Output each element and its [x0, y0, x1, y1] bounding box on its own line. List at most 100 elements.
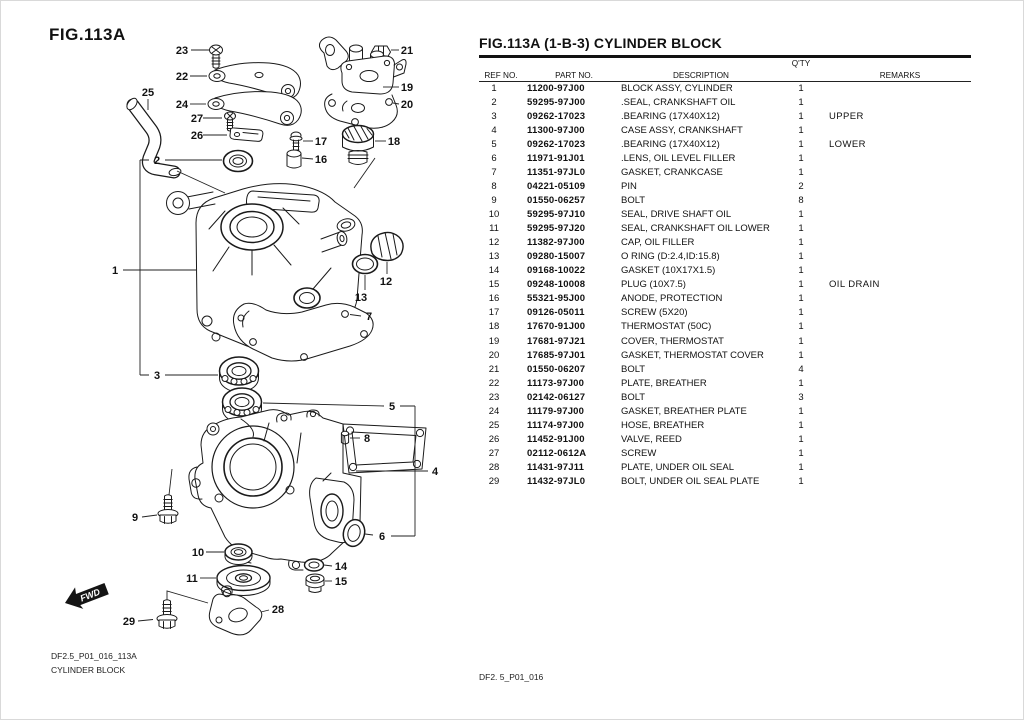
- cell-remarks: [829, 433, 971, 447]
- callout-24: 24: [176, 99, 189, 111]
- cell-qty: 1: [798, 433, 804, 445]
- cell-desc: SCREW (5X20): [621, 307, 688, 319]
- callout-15: 15: [335, 576, 347, 588]
- cell-qty: 1: [798, 335, 804, 347]
- cell-qty: 3: [798, 391, 804, 403]
- cell-remarks: [829, 349, 971, 363]
- cell-qty: 1: [798, 152, 804, 164]
- cell-ref: 26: [488, 433, 500, 445]
- cell-remarks: [829, 222, 971, 236]
- callout-10: 10: [192, 547, 204, 559]
- cell-desc: GASKET, THERMOSTAT COVER: [621, 349, 764, 361]
- cell-part: 59295-97J20: [527, 223, 586, 235]
- cell-ref: 6: [491, 152, 497, 164]
- cell-part: 09262-17023: [527, 110, 586, 122]
- cell-qty: 1: [798, 476, 804, 487]
- part-crankshaft-oil-seal: [222, 149, 254, 173]
- callout-1: 1: [112, 265, 118, 277]
- cell-desc: GASKET (10X17X1.5): [621, 265, 716, 277]
- cell-desc: PLATE, BREATHER: [621, 377, 707, 389]
- cell-ref: 16: [488, 293, 500, 305]
- cell-ref: 8: [491, 181, 497, 193]
- cell-desc: SEAL, CRANKSHAFT OIL LOWER: [621, 223, 770, 235]
- cell-qty: 1: [798, 110, 804, 122]
- parts-table-panel: FIG.113A (1-B-3) CYLINDER BLOCK Q'TY REF…: [479, 33, 971, 489]
- cell-desc: PLATE, UNDER OIL SEAL: [621, 461, 734, 473]
- cell-remarks: LOWER: [829, 138, 866, 150]
- callout-25: 25: [142, 87, 154, 99]
- cell-remarks: [829, 475, 971, 489]
- part-breather-gasket: [207, 91, 302, 126]
- cell-desc: COVER, THERMOSTAT: [621, 335, 724, 347]
- callout-13: 13: [355, 292, 367, 304]
- cell-desc: O RING (D:2.4,ID:15.8): [621, 251, 720, 263]
- cell-ref: 24: [488, 405, 500, 417]
- cell-remarks: [829, 264, 971, 278]
- col-desc: DESCRIPTION: [673, 70, 729, 80]
- cell-remarks: [829, 166, 971, 180]
- col-qty: Q'TY: [791, 58, 811, 68]
- cell-part: 59295-97J10: [527, 209, 586, 221]
- cell-ref: 1: [491, 82, 497, 94]
- cell-remarks: [829, 320, 971, 334]
- cell-ref: 12: [488, 237, 500, 249]
- cell-remarks: [829, 461, 971, 475]
- callout-21: 21: [401, 45, 413, 57]
- cell-remarks: [829, 208, 971, 222]
- cell-qty: 1: [798, 209, 804, 221]
- header-rule: [479, 80, 971, 82]
- cell-ref: 18: [488, 321, 500, 333]
- cell-ref: 25: [488, 419, 500, 431]
- cell-qty: 1: [798, 138, 804, 150]
- cell-ref: 5: [491, 138, 497, 150]
- cell-part: 17670-91J00: [527, 321, 586, 333]
- cell-qty: 1: [798, 461, 804, 473]
- cell-desc: GASKET, BREATHER PLATE: [621, 405, 747, 417]
- cell-desc: PIN: [621, 181, 637, 193]
- part-bearing-upper: [218, 356, 260, 393]
- cell-part: 09280-15007: [527, 251, 586, 263]
- cell-qty: 1: [798, 96, 804, 108]
- cell-qty: 1: [798, 166, 804, 178]
- callout-19: 19: [401, 82, 413, 94]
- cell-desc: PLUG (10X7.5): [621, 279, 686, 291]
- cell-desc: GASKET, CRANKCASE: [621, 166, 723, 178]
- cell-part: 17681-97J21: [527, 335, 586, 347]
- cell-remarks: [829, 96, 971, 110]
- part-screw-27: [224, 111, 236, 132]
- cell-part: 09168-10022: [527, 265, 586, 277]
- callout-16: 16: [315, 154, 327, 166]
- cell-remarks: [829, 306, 971, 320]
- cell-qty: 1: [798, 419, 804, 431]
- exploded-diagram: FWD: [65, 36, 439, 636]
- cell-ref: 3: [491, 110, 497, 122]
- cell-qty: 1: [798, 447, 804, 459]
- cell-qty: 1: [798, 237, 804, 249]
- part-thermostat: [341, 124, 376, 189]
- cell-part: 01550-06257: [527, 195, 586, 207]
- cell-desc: HOSE, BREATHER: [621, 419, 705, 431]
- cell-remarks: [829, 405, 971, 419]
- cell-part: 11300-97J00: [527, 124, 585, 136]
- col-ref: REF NO.: [484, 70, 518, 80]
- fwd-arrow: FWD: [65, 583, 109, 609]
- parts-table-title: FIG.113A (1-B-3) CYLINDER BLOCK: [479, 35, 722, 51]
- callout-4: 4: [432, 466, 439, 478]
- part-pin: [340, 430, 350, 445]
- callout-28: 28: [272, 604, 284, 616]
- cell-part: 01550-06207: [527, 363, 586, 375]
- cell-desc: BLOCK ASSY, CYLINDER: [621, 82, 733, 94]
- footer-model-code: DF2. 5_P01_016: [479, 672, 544, 682]
- cell-remarks: [829, 180, 971, 194]
- cell-part: 02112-0612A: [527, 447, 587, 459]
